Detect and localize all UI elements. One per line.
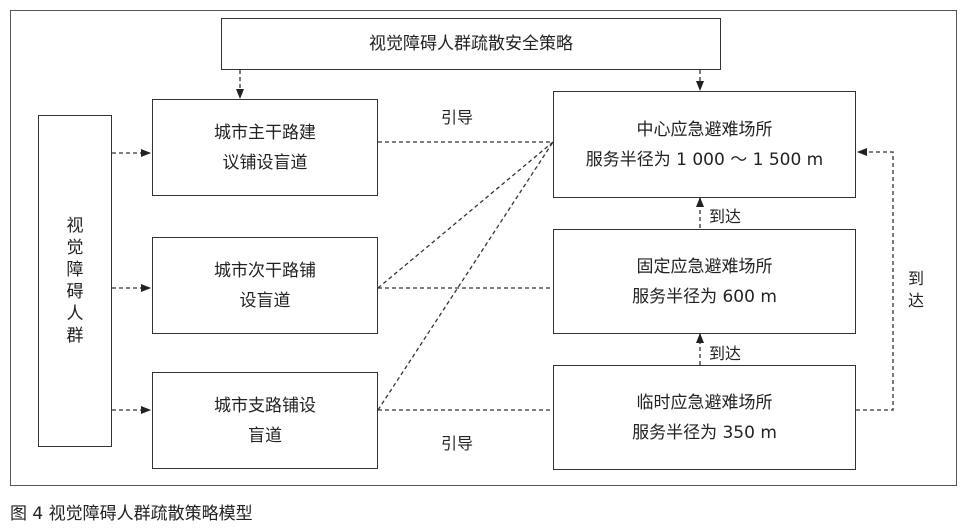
strategy-box: 视觉障碍人群疏散安全策略 — [221, 18, 721, 70]
guide-label-bottom: 引导 — [441, 434, 474, 453]
diagram-frame — [10, 10, 957, 486]
main-road-line1: 城市主干路建 — [214, 122, 316, 143]
arrive-label-1: 到达 — [709, 207, 742, 226]
line-secondary-road-to-central — [377, 141, 554, 289]
main-road-box: 城市主干路建 议铺设盲道 — [152, 99, 378, 196]
branch-road-line2: 盲道 — [248, 425, 282, 446]
people-char: 障 — [66, 260, 84, 280]
figure-caption: 图 4 视觉障碍人群疏散策略模型 — [10, 504, 253, 524]
temporary-shelter-line1: 临时应急避难场所 — [636, 392, 773, 413]
central-shelter-line1: 中心应急避难场所 — [636, 119, 773, 140]
secondary-road-line2: 设盲道 — [239, 290, 291, 311]
arrive-label-2: 到达 — [709, 344, 742, 363]
people-char: 人 — [66, 304, 84, 324]
people-char: 视 — [66, 216, 84, 236]
fixed-shelter-line2: 服务半径为 600 m — [632, 286, 777, 307]
people-char: 群 — [66, 326, 84, 346]
guide-label-top: 引导 — [441, 108, 474, 127]
temporary-shelter-line2: 服务半径为 350 m — [632, 422, 777, 443]
temporary-shelter-box: 临时应急避难场所 服务半径为 350 m — [553, 365, 856, 470]
fixed-shelter-box: 固定应急避难场所 服务半径为 600 m — [553, 229, 856, 334]
people-char: 觉 — [66, 238, 84, 258]
line-branch-road-to-central — [377, 141, 554, 411]
main-road-line2: 议铺设盲道 — [222, 152, 308, 173]
branch-road-box: 城市支路铺设 盲道 — [152, 372, 378, 469]
visually-impaired-people-box: 视 觉 障 碍 人 群 — [38, 115, 112, 447]
branch-road-line1: 城市支路铺设 — [214, 395, 316, 416]
secondary-road-box: 城市次干路铺 设盲道 — [152, 237, 378, 334]
central-shelter-line2: 服务半径为 1 000 ～ 1 500 m — [585, 149, 824, 170]
secondary-road-line1: 城市次干路铺 — [214, 260, 316, 281]
strategy-title: 视觉障碍人群疏散安全策略 — [369, 34, 573, 54]
central-shelter-box: 中心应急避难场所 服务半径为 1 000 ～ 1 500 m — [553, 91, 856, 198]
fixed-shelter-line1: 固定应急避难场所 — [636, 256, 773, 277]
people-char: 碍 — [66, 282, 84, 302]
arrow-temporary-to-central-right — [856, 148, 894, 411]
arrive-label-right: 到 达 — [907, 269, 924, 310]
